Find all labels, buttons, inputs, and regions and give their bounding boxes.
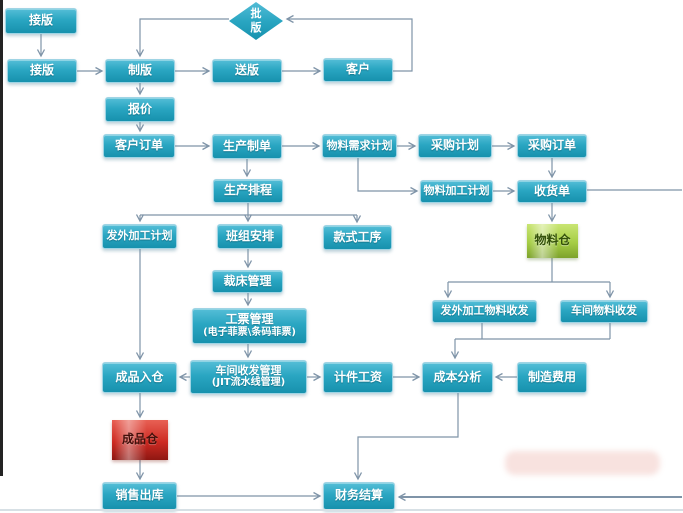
node-label: 客户订单: [114, 138, 163, 153]
node-jieban: 接版: [7, 59, 77, 83]
node-label: 生产排程: [223, 183, 272, 198]
node-label: 批版: [250, 7, 262, 34]
node-label: 送版: [234, 63, 259, 78]
node-chengpin-rucang: 成品入仓: [102, 362, 177, 393]
node-label: 采购订单: [527, 138, 576, 153]
node-songban: 送版: [212, 59, 282, 83]
node-label: 物料加工计划: [423, 184, 490, 198]
node-label: 物料需求计划: [326, 138, 393, 152]
node-label: 生产制单: [222, 138, 271, 153]
edge-piban-to-zhiban: [135, 18, 229, 58]
node-label: 接版: [28, 13, 53, 28]
node-label: 裁床管理: [223, 273, 272, 288]
node-chengpin-cang: 成品仓: [112, 420, 168, 460]
node-label: 收货单: [533, 183, 570, 198]
edge-wuliao-xuqiu-jihua-to-wuliao-jiagong-jihua: [357, 158, 419, 196]
node-wuliao-jiagong-jihua: 物料加工计划: [420, 180, 493, 203]
node-label: 报价: [127, 101, 152, 116]
erased-watermark-smudge: [505, 451, 660, 475]
node-label: 发外加工物料收发: [440, 304, 529, 318]
node-xiaoshou-chuku: 销售出库: [102, 482, 177, 510]
node-label: 车间物料收发: [571, 304, 637, 318]
node-sublabel: (JIT流水线管理): [211, 377, 286, 389]
left-border-line: [0, 0, 3, 476]
node-label: 客户: [345, 62, 370, 77]
node-jieban-top: 接版: [5, 8, 77, 34]
node-kuanshi-gongxu: 款式工序: [323, 225, 392, 250]
node-label: 班组安排: [225, 228, 274, 243]
node-shengchan-paicheng: 生产排程: [213, 179, 283, 203]
node-piban: 批版: [229, 2, 283, 40]
node-wuliao-xuqiu-jihua: 物料需求计划: [322, 134, 397, 158]
node-caichuang-guanli: 裁床管理: [212, 270, 283, 293]
node-shouhuo-dan: 收货单: [517, 180, 587, 203]
node-kehu: 客户: [323, 58, 393, 82]
node-fawai-jiagong-jihua: 发外加工计划: [102, 224, 177, 249]
node-label: 制版: [127, 63, 152, 78]
node-baojia: 报价: [105, 97, 175, 122]
node-label: 成品入仓: [115, 369, 164, 384]
node-kehu-dingdan: 客户订单: [103, 134, 175, 158]
node-label: 物料仓: [534, 233, 571, 248]
node-label: 成本分析: [433, 369, 482, 384]
node-chejian-shoufa-guanli: 车间收发管理(JIT流水线管理): [190, 360, 307, 394]
node-jijian-gongzi: 计件工资: [323, 362, 393, 393]
node-gongpiao-guanli: 工票管理(电子菲票\条码菲票): [192, 308, 307, 344]
node-fawai-wuliao-shoufa: 发外加工物料收发: [432, 300, 537, 323]
node-label: 制造费用: [527, 369, 576, 384]
node-label: 财务结算: [334, 488, 383, 503]
node-label: 接版: [29, 63, 54, 78]
node-label: 采购计划: [430, 138, 479, 153]
node-banzu-anpai: 班组安排: [217, 224, 283, 249]
node-sublabel: (电子菲票\条码菲票): [203, 326, 296, 338]
node-chejian-wuliao-shoufa: 车间物料收发: [560, 300, 648, 323]
node-label: 成品仓: [121, 432, 158, 447]
node-shengchan-zhidan: 生产制单: [212, 134, 282, 159]
node-label: 销售出库: [115, 488, 164, 503]
node-caigou-dingdan: 采购订单: [517, 134, 587, 158]
node-wuliao-cang: 物料仓: [527, 224, 578, 258]
node-zhizao-feiyong: 制造费用: [517, 362, 587, 393]
node-label: 工票管理: [225, 312, 274, 327]
node-label: 款式工序: [333, 229, 382, 244]
node-caigou-jihua: 采购计划: [418, 134, 492, 158]
node-label: 车间收发管理: [215, 363, 282, 377]
node-label: 计件工资: [333, 369, 382, 384]
node-caiwu-jiesuan: 财务结算: [323, 482, 395, 510]
node-zhiban: 制版: [105, 59, 175, 83]
edge-chengben-fenxi-to-caiwu-jiesuan: [353, 393, 459, 481]
bottom-border-line: [0, 509, 683, 511]
node-label: 发外加工计划: [106, 229, 173, 243]
node-chengben-fenxi: 成本分析: [422, 362, 493, 393]
